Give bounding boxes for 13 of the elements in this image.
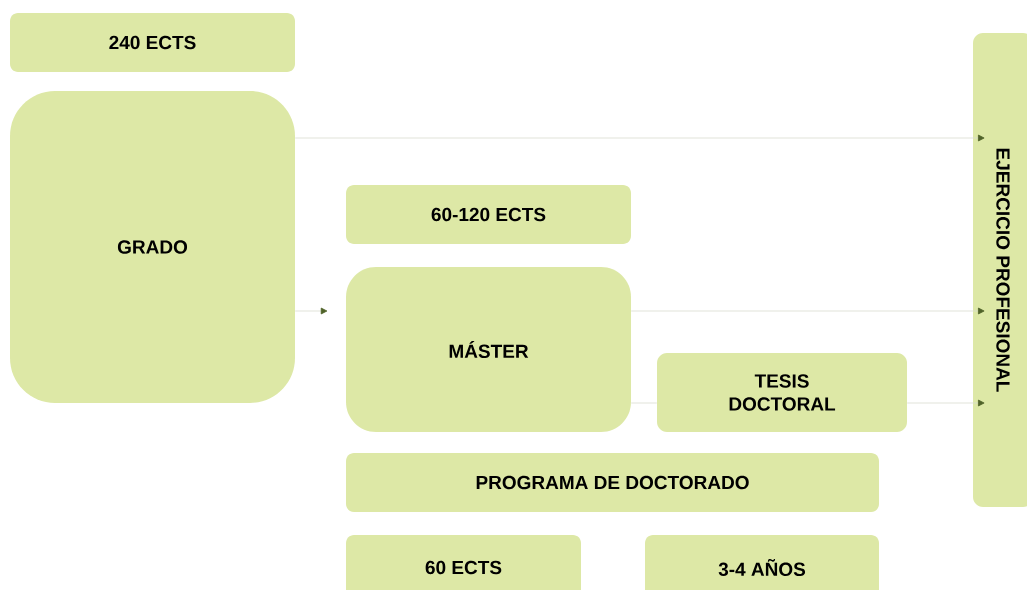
stage-box: MÁSTER (346, 267, 631, 432)
label-box: 3-4 AÑOS (645, 535, 879, 590)
arrow (294, 307, 328, 315)
outcome-bar: EJERCICIO PROFESIONAL (973, 33, 1027, 507)
label-box: 240 ECTS (10, 13, 295, 72)
arrow (630, 307, 985, 315)
arrow (294, 134, 985, 142)
stage-box: PROGRAMA DE DOCTORADO (346, 453, 879, 512)
stage-box: GRADO (10, 91, 295, 403)
arrow (906, 399, 985, 407)
stage-box: TESIS DOCTORAL (657, 353, 907, 432)
label-box: 60 ECTS (346, 535, 581, 590)
label-box: 60-120 ECTS (346, 185, 631, 244)
